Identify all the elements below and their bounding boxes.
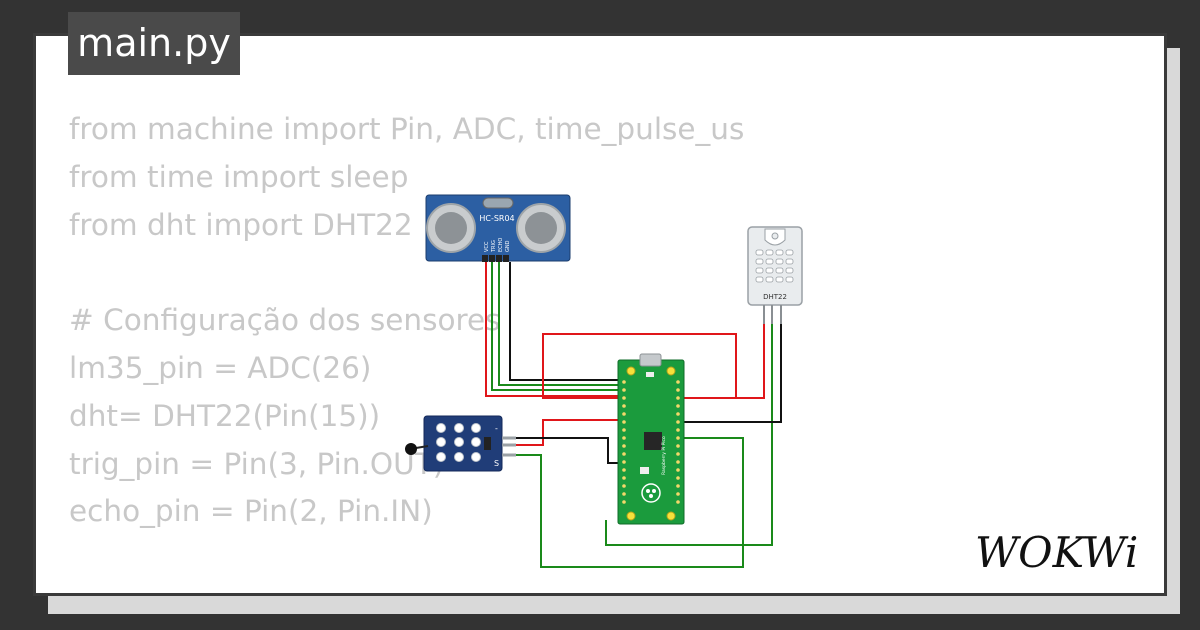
wire-temp-signal <box>516 437 744 568</box>
ultrasonic-pin-label: ECHO <box>498 238 504 252</box>
wokwi-logo-text: WOKWi <box>975 528 1138 577</box>
pico-label: Raspberry Pi Pico <box>661 436 667 475</box>
wire-dht-gnd <box>680 322 782 423</box>
wire-vcc <box>485 262 622 397</box>
wire-echo <box>498 262 622 386</box>
ultrasonic-pin-label: TRIG <box>491 240 497 253</box>
code-line: def read_lm35_temperature(): <box>69 584 744 593</box>
temperature-module: - S <box>405 415 516 472</box>
wire-dht-vcc <box>680 322 765 399</box>
ultrasonic-sensor: HC-SR04 VCC TRIG ECHO GND <box>425 194 571 262</box>
wires <box>485 262 782 568</box>
ultrasonic-pin-label: GND <box>505 240 511 252</box>
wire-trig <box>491 262 622 391</box>
temp-pin-label: S <box>494 459 499 468</box>
code-line: from dht import DHT22 <box>69 207 413 242</box>
code-line: from time import sleep <box>69 159 409 194</box>
wokwi-logo: WOKWi <box>975 528 1138 577</box>
ultrasonic-pin-label: VCC <box>484 241 490 252</box>
code-line: trig_pin = Pin(3, Pin.OUT) <box>69 446 445 481</box>
wire-dht-data <box>605 322 773 546</box>
code-line: lm35_pin = ADC(26) <box>69 350 372 385</box>
code-line: echo_pin = Pin(2, Pin.IN) <box>69 494 433 529</box>
raspberry-pi-pico: Raspberry Pi Pico <box>617 353 685 525</box>
wire-gnd <box>509 262 622 381</box>
wire-temp-gnd <box>516 437 622 464</box>
temp-pin-label: - <box>495 424 498 433</box>
code-line: # Configuração dos sensores <box>69 303 501 338</box>
code-line: dht= DHT22(Pin(15)) <box>69 398 381 433</box>
code-line: from machine import Pin, ADC, time_pulse… <box>69 112 745 146</box>
preview-card: from machine import Pin, ADC, time_pulse… <box>33 33 1167 596</box>
code-editor[interactable]: from machine import Pin, ADC, time_pulse… <box>69 106 745 593</box>
ultrasonic-label: HC-SR04 <box>479 214 514 223</box>
dht22-label: DHT22 <box>763 293 787 301</box>
wire-temp-vcc <box>516 419 622 446</box>
file-tab[interactable]: main.py <box>68 12 240 75</box>
dht22-sensor: DHT22 <box>747 226 803 324</box>
